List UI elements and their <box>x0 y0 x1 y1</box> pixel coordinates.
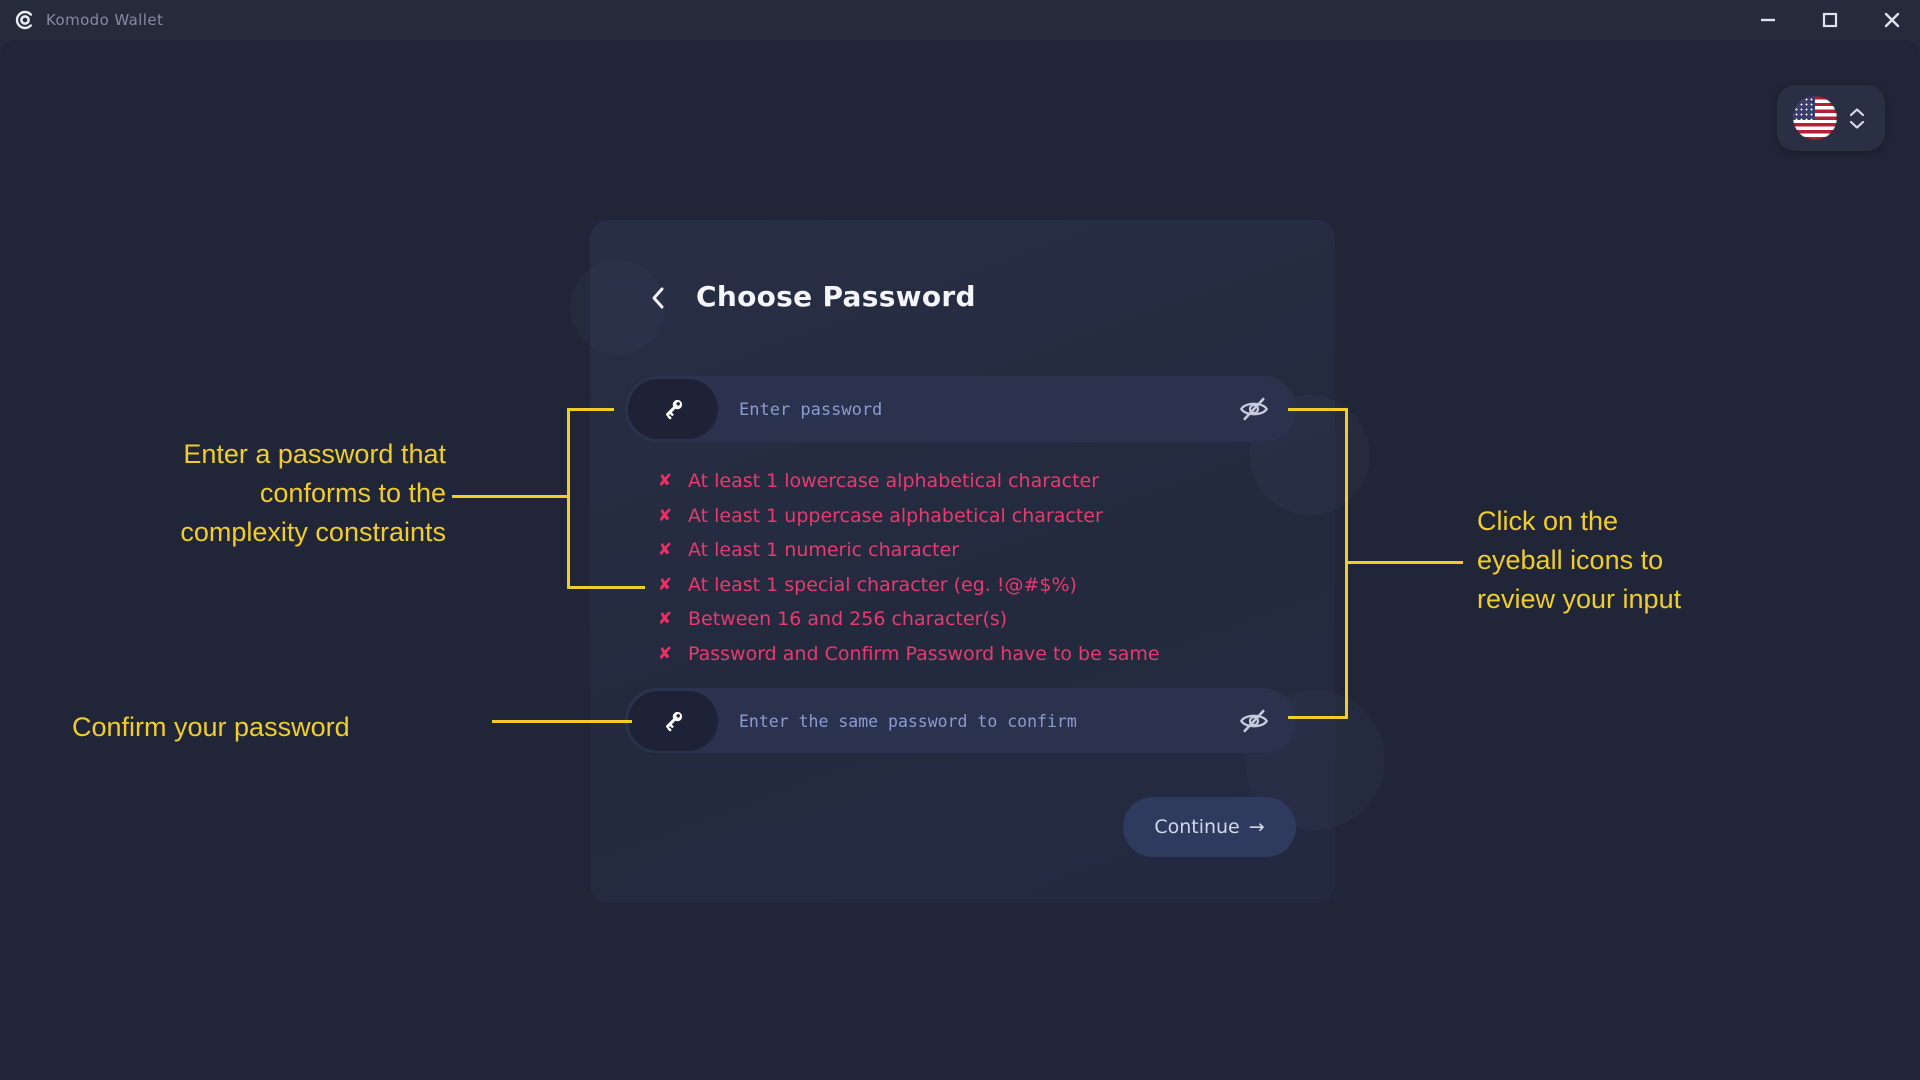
continue-button[interactable]: Continue→ <box>1123 797 1296 857</box>
key-icon <box>628 379 718 439</box>
x-icon: ✘ <box>657 471 673 492</box>
chevron-up-down-icon <box>1849 107 1865 129</box>
connector-line <box>1288 716 1345 719</box>
maximize-button[interactable] <box>1814 4 1846 36</box>
page-title: Choose Password <box>696 280 976 313</box>
us-flag-icon <box>1793 96 1837 140</box>
x-icon: ✘ <box>657 540 673 561</box>
confirm-annotation: Confirm your password <box>72 712 350 742</box>
connector-line <box>1288 408 1345 411</box>
password-visibility-toggle[interactable] <box>1234 389 1274 429</box>
window-controls <box>1752 0 1908 40</box>
requirement-item: ✘Password and Confirm Password have to b… <box>652 637 1160 672</box>
requirement-item: ✘At least 1 numeric character <box>652 533 1160 568</box>
confirm-visibility-toggle[interactable] <box>1234 701 1274 741</box>
back-button[interactable] <box>640 280 676 316</box>
app-title: Komodo Wallet <box>46 11 164 29</box>
requirement-item: ✘At least 1 uppercase alphabetical chara… <box>652 499 1160 534</box>
connector-line <box>492 720 632 723</box>
password-field-container <box>625 376 1296 444</box>
choose-password-card: Choose Password <box>570 220 1385 903</box>
main-content: Choose Password <box>0 40 1920 1080</box>
connector-line <box>1345 561 1463 564</box>
key-icon <box>628 691 718 751</box>
requirement-item: ✘At least 1 lowercase alphabetical chara… <box>652 464 1160 499</box>
connector-line <box>567 408 614 411</box>
requirement-item: ✘At least 1 special character (eg. !@#$%… <box>652 568 1160 603</box>
x-icon: ✘ <box>657 609 673 630</box>
close-button[interactable] <box>1876 4 1908 36</box>
komodo-logo-icon <box>14 9 36 31</box>
eyeball-annotation: Click on the eyeball icons to review you… <box>1477 506 1682 614</box>
password-input[interactable] <box>737 376 1211 444</box>
decorative-circle <box>570 260 665 355</box>
connector-line <box>567 586 645 589</box>
connector-line <box>452 495 567 498</box>
x-icon: ✘ <box>657 505 673 526</box>
confirm-password-field-container <box>625 688 1296 755</box>
titlebar: Komodo Wallet <box>0 0 1920 40</box>
password-annotation: Enter a password that conforms to the co… <box>180 439 446 547</box>
confirm-password-input[interactable] <box>737 688 1211 755</box>
arrow-right-icon: → <box>1248 816 1265 838</box>
requirement-item: ✘Between 16 and 256 character(s) <box>652 602 1160 637</box>
connector-line <box>567 408 570 589</box>
x-icon: ✘ <box>657 643 673 664</box>
password-requirements-list: ✘At least 1 lowercase alphabetical chara… <box>652 464 1160 671</box>
x-icon: ✘ <box>657 574 673 595</box>
minimize-button[interactable] <box>1752 4 1784 36</box>
language-selector[interactable] <box>1777 85 1885 151</box>
